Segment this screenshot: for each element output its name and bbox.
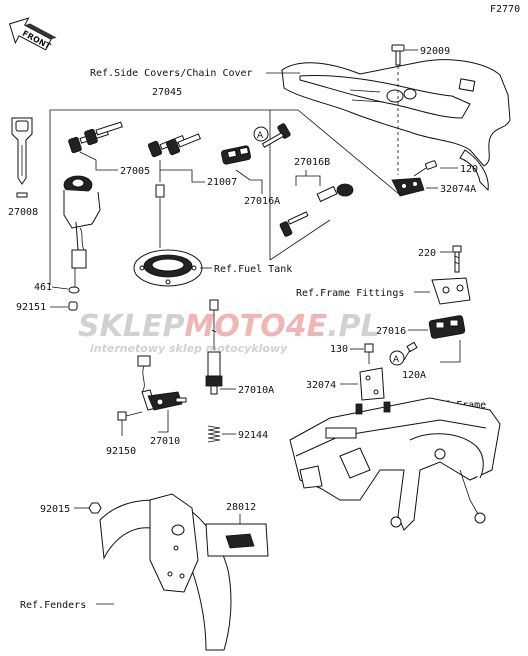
callout-27016B: 27016B [294,157,330,168]
callout-27016A: 27016A [244,196,280,207]
frame-fitting-part [431,277,471,305]
marker-a-icon: A [253,126,269,142]
svg-text:A: A [393,355,400,365]
rear-fender-part [99,493,232,651]
callout-130: 130 [330,344,348,355]
key-21007-part [147,133,201,158]
switch-27010A-part [205,299,223,395]
bolt-92009-part [391,44,405,175]
bracket-27045 [49,109,401,285]
bolt-130-part [364,343,374,364]
callout-28012: 28012 [226,502,256,513]
watermark-brand-c: 4E [285,309,328,344]
callout-32074A: 32074A [440,184,476,195]
washer-461-part [68,286,80,294]
callout-21007: 21007 [207,177,237,188]
frame-part [289,397,501,531]
watermark-tagline: internetowy sklep motocyklowy [90,342,288,355]
watermark-brand-a: SKLEP [78,309,184,344]
callout-27010: 27010 [150,436,180,447]
figure-code: F2770 [490,4,520,15]
bolt-120-part [413,160,437,177]
ref-fenders-label: Ref.Fenders [20,600,86,611]
front-arrow-icon: FRONT [8,17,57,51]
side-cover-part [281,59,511,192]
callout-27016: 27016 [376,326,406,337]
reflector-28012-part [205,523,269,557]
ref-side-covers-label: Ref.Side Covers/Chain Cover [90,68,253,79]
key-27005-part [68,121,123,154]
fuel-cap-part [133,198,203,287]
callout-92144: 92144 [238,430,268,441]
callout-92015: 92015 [40,504,70,515]
key-blank-part [11,117,33,198]
lock-27016B-part [279,183,354,237]
watermark-brand-d: .PL [327,309,380,344]
marker-a2-icon: A [389,350,405,366]
svg-text:SKLEPMOTO4E.PL: SKLEPMOTO4E.PL [78,309,380,344]
callout-461: 461 [34,282,52,293]
callout-220: 220 [418,248,436,259]
ref-fuel-tank-label: Ref.Fuel Tank [214,264,292,275]
bracket-32074-part [359,367,385,401]
svg-text:A: A [257,131,264,141]
bracket-32074A-part [391,177,425,197]
callout-120A: 120A [402,370,426,381]
spring-92144-part [207,425,221,443]
bolt-220-part [452,245,462,273]
screw-92150-part [117,411,143,421]
bolt-120A-part [403,341,418,361]
callout-92009: 92009 [420,46,450,57]
callout-32074: 32074 [306,380,336,391]
lock-27016-part [428,315,466,339]
nut-92015-part [88,502,102,514]
callout-92151: 92151 [16,302,46,313]
callout-27045: 27045 [152,87,182,98]
callout-92150: 92150 [106,446,136,457]
ignition-switch-part [63,175,101,269]
lock-27016A-part [221,123,291,165]
switch-27010-part [137,355,187,411]
callout-120: 120 [460,164,478,175]
watermark-brand-b: MOTO [184,309,285,344]
ref-frame-fittings-label: Ref.Frame Fittings [296,288,404,299]
callout-27005: 27005 [120,166,150,177]
callout-27010A: 27010A [238,385,274,396]
callout-27008: 27008 [8,207,38,218]
screw-92151-part [68,301,78,311]
watermark: SKLEPMOTO4E.PL internetowy sklep motocyk… [78,309,380,355]
